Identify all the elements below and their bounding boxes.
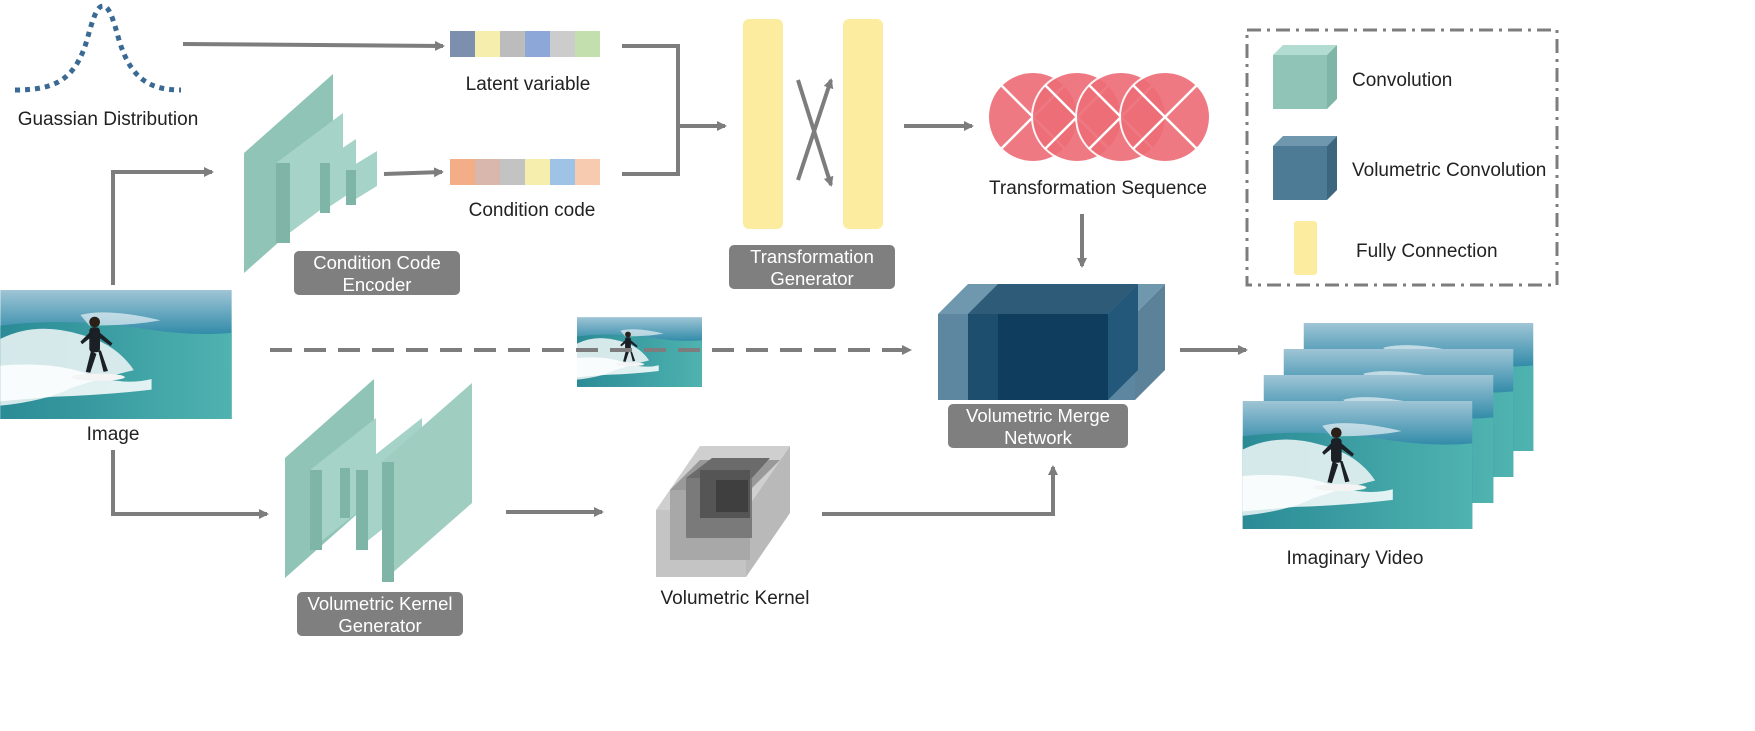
condition-code-encoder: Condition Code Encoder xyxy=(244,74,460,295)
latent-vector xyxy=(450,31,600,57)
encoder-layer-4 xyxy=(346,151,377,205)
condition-code: Condition code xyxy=(450,159,600,221)
latent-variable: Latent variable xyxy=(450,31,600,95)
fc-layer-2 xyxy=(843,19,883,229)
legend-volumetric-convolution-icon xyxy=(1273,136,1337,200)
kernel-generator-label-line2: Generator xyxy=(338,615,421,636)
fc-layer-1 xyxy=(743,19,783,229)
gaussian-label: Guassian Distribution xyxy=(18,109,199,130)
condition-cell-4 xyxy=(525,159,550,185)
condition-vector xyxy=(450,159,600,185)
arrow-image-to-kernel-generator xyxy=(111,450,269,519)
latent-variable-label: Latent variable xyxy=(466,74,591,95)
imaginary-video-label: Imaginary Video xyxy=(1287,548,1424,569)
latent-cell-2 xyxy=(475,31,500,57)
latent-cell-4 xyxy=(525,31,550,57)
legend-convolution-icon xyxy=(1273,45,1337,109)
condition-cell-5 xyxy=(550,159,575,185)
input-image: Image xyxy=(0,290,232,445)
video-frame-1 xyxy=(1242,401,1473,529)
latent-cell-6 xyxy=(575,31,600,57)
condition-cell-1 xyxy=(450,159,475,185)
condition-cell-3 xyxy=(500,159,525,185)
connectors xyxy=(111,40,1248,519)
legend: Convolution Volumetric Convolution Fully… xyxy=(1245,28,1559,287)
encoder-label-line1: Condition Code xyxy=(313,252,441,273)
transformation-sequence-label: Transformation Sequence xyxy=(989,178,1207,199)
image-label: Image xyxy=(87,424,140,445)
volumetric-kernel-label: Volumetric Kernel xyxy=(661,588,810,609)
transformation-generator-label-line1: Transformation xyxy=(750,246,874,267)
gaussian-curve-icon xyxy=(14,3,182,93)
condition-cell-2 xyxy=(475,159,500,185)
legend-convolution-label: Convolution xyxy=(1352,70,1452,91)
connector-latent xyxy=(622,44,680,176)
merge-network-label-line2: Network xyxy=(1004,427,1073,448)
volumetric-kernel: Volumetric Kernel xyxy=(656,446,809,609)
legend-fully-connection-icon xyxy=(1294,221,1317,275)
encoder-layer-2 xyxy=(276,113,343,243)
latent-cell-1 xyxy=(450,31,475,57)
legend-fully-connection-label: Fully Connection xyxy=(1356,241,1498,262)
transformation-circle-4 xyxy=(1119,71,1211,163)
condition-code-label: Condition code xyxy=(469,200,596,221)
legend-volumetric-convolution-label: Volumetric Convolution xyxy=(1352,160,1546,181)
encoder-label-line2: Encoder xyxy=(343,274,412,295)
latent-cell-3 xyxy=(500,31,525,57)
transformation-sequence: Transformation Sequence xyxy=(987,71,1211,199)
arrow-image-to-encoder xyxy=(111,167,214,285)
transformation-generator: Transformation Generator xyxy=(729,19,895,289)
arrow-gaussian-to-latent xyxy=(182,40,445,51)
volumetric-kernel-generator: Volumetric Kernel Generator xyxy=(285,379,472,636)
merge-network-label-line1: Volumetric Merge xyxy=(966,405,1110,426)
arrow-kernel-to-merge xyxy=(822,465,1058,516)
gaussian-distribution: Guassian Distribution xyxy=(14,3,199,130)
volumetric-merge-network: Volumetric Merge Network xyxy=(938,284,1165,448)
latent-cell-5 xyxy=(550,31,575,57)
imaginary-video: Imaginary Video xyxy=(1242,323,1534,569)
kernel-generator-layer-5 xyxy=(382,383,472,582)
arrow-encoder-to-condition xyxy=(383,167,444,178)
transformation-generator-label-line2: Generator xyxy=(770,268,853,289)
condition-cell-6 xyxy=(575,159,600,185)
legend-frame xyxy=(1245,28,1559,287)
kernel-generator-label-line1: Volumetric Kernel xyxy=(308,593,453,614)
